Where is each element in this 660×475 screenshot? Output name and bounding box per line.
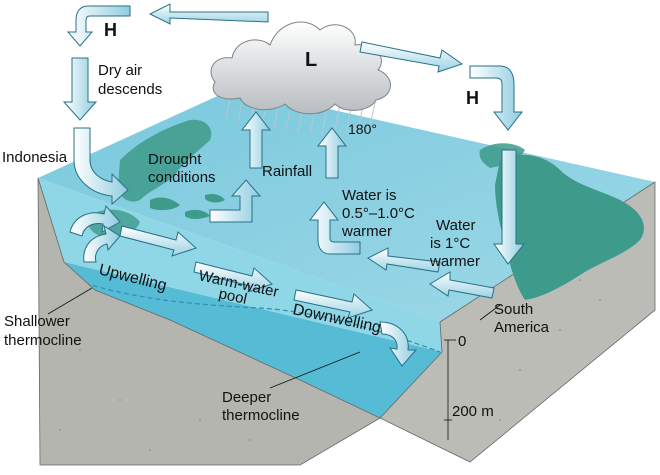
air-arrow-right-curve — [469, 65, 524, 131]
land-indonesia-islands — [150, 193, 225, 219]
upwelling-loop-arrow — [83, 224, 121, 263]
drought-label-line1: Drought — [148, 151, 202, 168]
water-warmer-b-line2: is 1°C — [430, 235, 470, 252]
upper-air-arrow-right — [359, 41, 464, 73]
warm-pool-arrow-3 — [293, 289, 373, 319]
surface-arrow-drought — [209, 179, 262, 223]
deeper-thermocline-line2: thermocline — [222, 407, 300, 424]
dry-air-down-arrow — [62, 57, 98, 121]
leader-deeper — [269, 351, 361, 389]
upper-air-arrow-left — [148, 3, 269, 25]
water-warmer-a-line3: warmer — [341, 223, 392, 240]
rock-left — [37, 177, 381, 466]
shallower-thermocline-line1: Shallower — [4, 313, 70, 330]
rise-arrow-180 — [316, 127, 348, 179]
deeper-thermocline-line1: Deeper — [222, 389, 271, 406]
warm-pool-arrow-2 — [193, 261, 273, 293]
dry-air-label-line2: descends — [98, 81, 162, 98]
south-america-line2: America — [494, 319, 550, 336]
depth-zero-label: 0 — [458, 333, 466, 350]
surface-arrow-west-2 — [429, 271, 495, 299]
drought-label-line2: conditions — [148, 169, 216, 186]
rainfall-label: Rainfall — [262, 163, 312, 180]
leader-shallower — [47, 287, 93, 315]
depth-200-label: 200 m — [452, 403, 494, 420]
water-warmer-b-line3: warmer — [429, 253, 480, 270]
water-warmer-b-line1: Water — [436, 217, 475, 234]
downwelling-curve-arrow — [379, 321, 418, 367]
cloud — [210, 21, 391, 115]
water-warmer-a-line2: 0.5°–1.0°C — [342, 205, 415, 222]
surface-arrow-west-1 — [367, 247, 441, 273]
south-america-line1: South — [494, 301, 533, 318]
surface-curve-arrow-mid — [308, 201, 361, 255]
high-pressure-right-label: H — [466, 88, 479, 108]
deep-water — [64, 262, 442, 418]
land-americas — [495, 154, 644, 300]
air-arrow-right-down — [493, 149, 526, 265]
descending-curve-arrow — [73, 127, 129, 206]
low-pressure-label: L — [305, 49, 317, 71]
shallower-thermocline-line2: thermocline — [4, 332, 82, 349]
warm-pool-label-line2: pool — [217, 285, 248, 308]
rainfall-up-arrow — [240, 111, 272, 169]
high-pressure-left-label: H — [104, 20, 117, 40]
leader-south-america — [479, 304, 501, 321]
water-warmer-a-line1: Water is — [342, 187, 396, 204]
dry-air-label-line1: Dry air — [98, 62, 142, 79]
warm-pool-arrow-1 — [119, 225, 197, 257]
air-arrow-topleft — [66, 5, 131, 47]
indonesia-label: Indonesia — [2, 149, 68, 166]
land-asia — [118, 119, 212, 202]
longitude-label: 180° — [348, 121, 377, 137]
